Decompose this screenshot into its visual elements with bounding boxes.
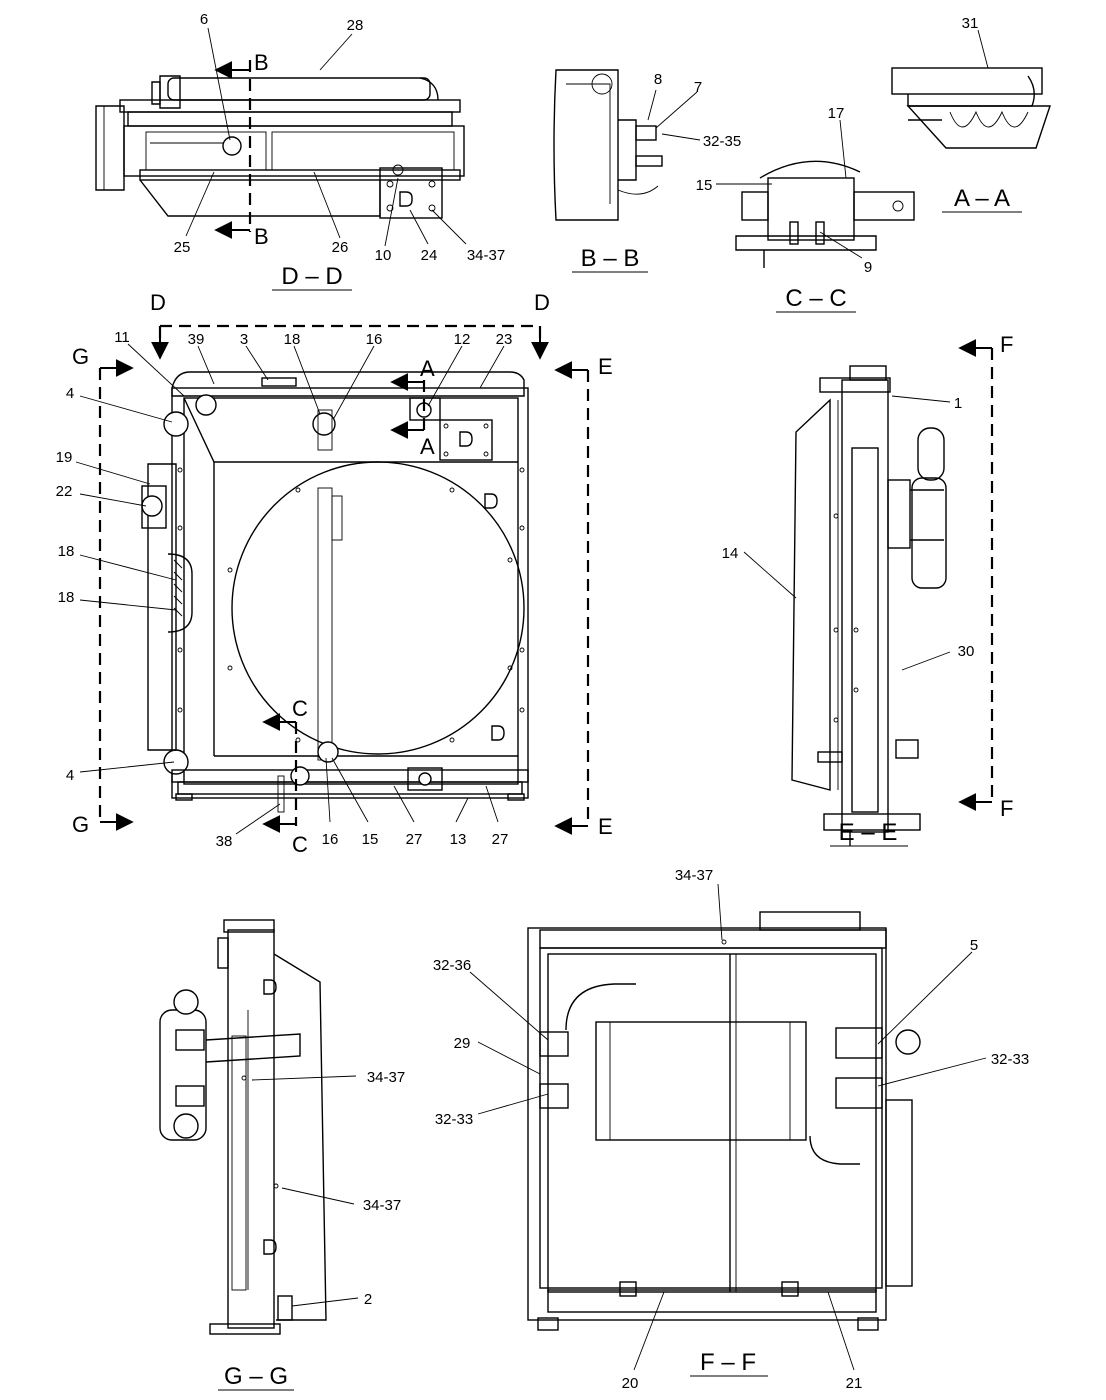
- view-title-dd: D – D: [281, 263, 342, 290]
- callout-25: 25: [174, 239, 191, 256]
- callout-18-left-b: 18: [58, 589, 75, 606]
- callout-18-top: 18: [284, 331, 301, 348]
- callout-7: 7: [694, 79, 702, 96]
- view-bb-drawing: [553, 69, 701, 221]
- cut-letter-e-bottom: E: [598, 814, 613, 839]
- cut-letter-d-left: D: [150, 290, 166, 315]
- callout-32-33-left: 32-33: [435, 1111, 473, 1128]
- callout-29: 29: [454, 1035, 471, 1052]
- callout-23: 23: [496, 331, 513, 348]
- callout-32-33-right: 32-33: [991, 1051, 1029, 1068]
- callout-13: 13: [450, 831, 467, 848]
- callout-16-bottom: 16: [322, 831, 339, 848]
- callout-30: 30: [958, 643, 975, 660]
- callout-22: 22: [56, 483, 73, 500]
- callout-6: 6: [200, 11, 208, 28]
- callout-24: 24: [421, 247, 438, 264]
- callout-26: 26: [332, 239, 349, 256]
- view-title-aa: A – A: [954, 185, 1010, 212]
- callout-38: 38: [216, 833, 233, 850]
- callout-21: 21: [846, 1375, 863, 1392]
- cut-letter-b-top: B: [254, 50, 269, 75]
- callout-11: 11: [114, 329, 130, 346]
- section-letters: B B D D G G E E A A C C F F: [72, 50, 1013, 857]
- cut-letter-f-bottom: F: [1000, 796, 1013, 821]
- view-cc-drawing: [716, 119, 915, 268]
- callout-17: 17: [828, 105, 845, 122]
- callout-27-left: 27: [406, 831, 423, 848]
- callout-39: 39: [188, 331, 205, 348]
- callout-5: 5: [970, 937, 978, 954]
- front-view-drawing: [75, 324, 590, 835]
- callout-18-left-a: 18: [58, 543, 75, 560]
- callout-15-front: 15: [362, 831, 379, 848]
- cut-letter-c-top: C: [292, 696, 308, 721]
- cut-letter-a-top: A: [420, 356, 435, 381]
- callout-34-37-gg-a: 34-37: [367, 1069, 405, 1086]
- callout-34-37-dd: 34-37: [467, 247, 505, 264]
- callout-8: 8: [654, 71, 662, 88]
- callout-19: 19: [56, 449, 73, 466]
- view-ee-drawing: [743, 339, 994, 846]
- callout-2: 2: [364, 1291, 372, 1308]
- callout-4-bottom: 4: [66, 767, 74, 784]
- cut-letter-a-bottom: A: [420, 434, 435, 459]
- callout-34-37-ff: 34-37: [675, 867, 713, 884]
- callout-32-36: 32-36: [433, 957, 471, 974]
- view-title-cc: C – C: [785, 285, 846, 312]
- callout-3: 3: [240, 331, 248, 348]
- callout-31: 31: [962, 15, 979, 32]
- cut-letter-f-top: F: [1000, 332, 1013, 357]
- callout-1: 1: [954, 395, 962, 412]
- cut-letter-g-top: G: [72, 344, 89, 369]
- callout-16-top: 16: [366, 331, 383, 348]
- callout-15-cc: 15: [696, 177, 713, 194]
- view-ff-drawing: [469, 883, 987, 1371]
- callout-14: 14: [722, 545, 739, 562]
- view-gg-drawing: [159, 919, 359, 1335]
- view-dd-drawing: [95, 27, 467, 247]
- view-titles: D – D B – B C – C A – A E – E G – G F – …: [218, 185, 1022, 1391]
- cut-letter-g-bottom: G: [72, 812, 89, 837]
- callout-4-top: 4: [66, 385, 74, 402]
- view-title-gg: G – G: [224, 1363, 288, 1390]
- view-title-bb: B – B: [581, 245, 640, 272]
- callout-28: 28: [347, 17, 364, 34]
- cut-letter-d-right: D: [534, 290, 550, 315]
- view-title-ee: E – E: [839, 819, 898, 846]
- callout-34-37-gg-b: 34-37: [363, 1197, 401, 1214]
- callout-10: 10: [375, 247, 392, 264]
- view-title-ff: F – F: [700, 1349, 756, 1376]
- callout-labels: 6 28 25 26 10 24 34-37 8 7 32-35 17 15 9…: [56, 11, 1030, 1392]
- cut-letter-b-bottom: B: [254, 224, 269, 249]
- callout-27-right: 27: [492, 831, 509, 848]
- cut-letter-c-bottom: C: [292, 832, 308, 857]
- callout-12: 12: [454, 331, 471, 348]
- view-aa-drawing: [891, 29, 1051, 149]
- cut-letter-e-top: E: [598, 354, 613, 379]
- callout-20: 20: [622, 1375, 639, 1392]
- callout-32-35: 32-35: [703, 133, 741, 150]
- callout-9: 9: [864, 259, 872, 276]
